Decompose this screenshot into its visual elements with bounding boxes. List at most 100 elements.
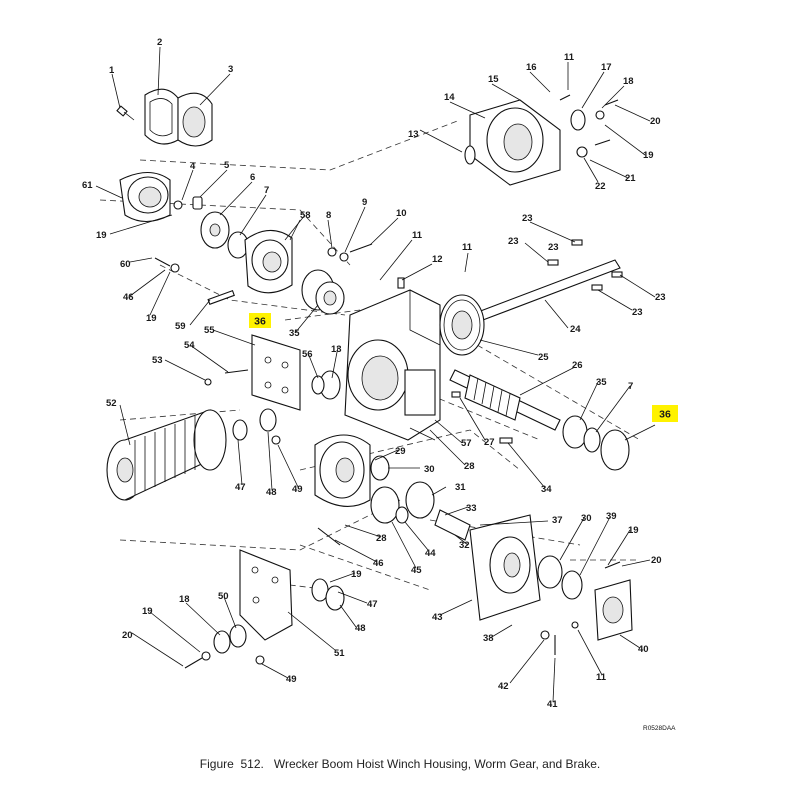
callout-26: 26: [572, 360, 583, 371]
part-23-key: [571, 239, 583, 246]
part-43-cover-plate: [469, 514, 541, 621]
callout-9: 9: [362, 197, 367, 208]
part-56-seal: [311, 375, 325, 395]
callout-29: 29: [395, 446, 406, 457]
part-1-bolt: [116, 105, 135, 121]
part-3-cover: [177, 92, 213, 147]
part-29-brake-housing: [314, 434, 371, 507]
callout-18-b: 18: [179, 594, 190, 605]
part-4-fitting: [173, 200, 183, 210]
callout-19-a: 19: [643, 150, 654, 161]
callout-1: 1: [109, 65, 115, 76]
callout-52: 52: [106, 398, 117, 409]
callout-15: 15: [488, 74, 499, 85]
callout-39: 39: [606, 511, 617, 522]
callout-7: 7: [264, 185, 269, 196]
part-15-cover: [469, 99, 561, 186]
part-48-bushing: [259, 408, 277, 432]
callout-46-a: 46: [123, 292, 134, 303]
callout-43: 43: [432, 612, 443, 623]
callout-40: 40: [638, 644, 649, 655]
part-32-shaft: [434, 509, 471, 541]
part-2-gasket: [144, 88, 179, 145]
callout-61: 61: [82, 180, 93, 191]
part-30-ring-lower: [537, 555, 563, 589]
part-shapes: [106, 88, 633, 669]
callout-49-b: 49: [286, 674, 297, 685]
part-16-bolt: [559, 94, 571, 101]
callout-16: 16: [526, 62, 537, 73]
callout-24: 24: [570, 324, 581, 335]
part-39-seal: [561, 570, 583, 600]
part-30-ring: [370, 455, 390, 481]
callout-18: 18: [623, 76, 634, 87]
part-36-seal-left: [301, 269, 345, 315]
highlight-box-36-right: [652, 405, 678, 422]
part-17-seal: [570, 109, 586, 131]
part-24-shaft: [469, 259, 621, 324]
callout-22: 22: [595, 181, 606, 192]
callout-23-c: 23: [655, 292, 666, 303]
callout-34: 34: [541, 484, 552, 495]
callout-19-f: 19: [142, 606, 153, 617]
callout-38: 38: [483, 633, 494, 644]
callout-17: 17: [601, 62, 612, 73]
callout-8: 8: [326, 210, 331, 221]
highlight-box-36-left: [249, 313, 271, 328]
callout-48-b: 48: [355, 623, 366, 634]
callout-58: 58: [300, 210, 311, 221]
callout-28-b: 28: [376, 533, 387, 544]
leader-lines: [95, 46, 656, 703]
part-20-bolt: [604, 99, 619, 106]
part-34-key: [499, 437, 513, 444]
callout-21: 21: [625, 173, 636, 184]
part-20-bolt-bottom: [184, 657, 203, 669]
part-49-fitting-lower: [255, 655, 265, 665]
callout-4: 4: [190, 161, 196, 172]
callout-45: 45: [411, 565, 422, 576]
callout-57: 57: [461, 438, 472, 449]
callout-35-b: 35: [289, 328, 300, 339]
callout-36-right: 36: [659, 409, 671, 421]
callout-48-a: 48: [266, 487, 277, 498]
callout-30-a: 30: [424, 464, 435, 475]
callout-59: 59: [175, 321, 186, 332]
part-25-worm-gear: [439, 294, 485, 356]
callout-27: 27: [484, 437, 495, 448]
callout-44: 44: [425, 548, 436, 559]
part-54-bolt: [224, 369, 249, 374]
callout-51: 51: [334, 648, 345, 659]
callout-14: 14: [444, 92, 455, 103]
callout-5: 5: [224, 160, 230, 171]
callout-50: 50: [218, 591, 229, 602]
part-12-fitting: [397, 277, 405, 289]
callout-11-b: 11: [462, 242, 473, 253]
part-18-washer: [595, 110, 605, 120]
part-18-ring: [213, 630, 231, 654]
part-55-plate: [251, 334, 301, 411]
part-13-shaft-end: [464, 145, 476, 165]
part-23-key: [547, 259, 559, 266]
part-35-bearing: [562, 415, 588, 449]
callout-13-a: 13: [331, 344, 342, 355]
part-44-washer: [395, 506, 409, 524]
callout-11-d: 11: [564, 52, 575, 63]
part-31-gear: [405, 481, 435, 519]
callout-42: 42: [498, 681, 509, 692]
part-main-housing: [344, 289, 441, 441]
guide-lines: [99, 119, 641, 591]
callout-25: 25: [538, 352, 549, 363]
part-53-screw: [204, 378, 212, 386]
part-58-brake-housing: [244, 229, 293, 294]
callout-37: 37: [552, 515, 563, 526]
part-47-washer: [232, 419, 248, 441]
callout-20-b: 20: [651, 555, 662, 566]
callout-20-a: 20: [650, 116, 661, 127]
part-45-gear: [370, 486, 400, 524]
figure-title: Wrecker Boom Hoist Winch Housing, Worm G…: [273, 757, 601, 771]
callout-49-a: 49: [292, 484, 303, 495]
part-50-ring: [229, 624, 247, 648]
callout-31: 31: [455, 482, 466, 493]
callout-30-b: 30: [581, 513, 592, 524]
